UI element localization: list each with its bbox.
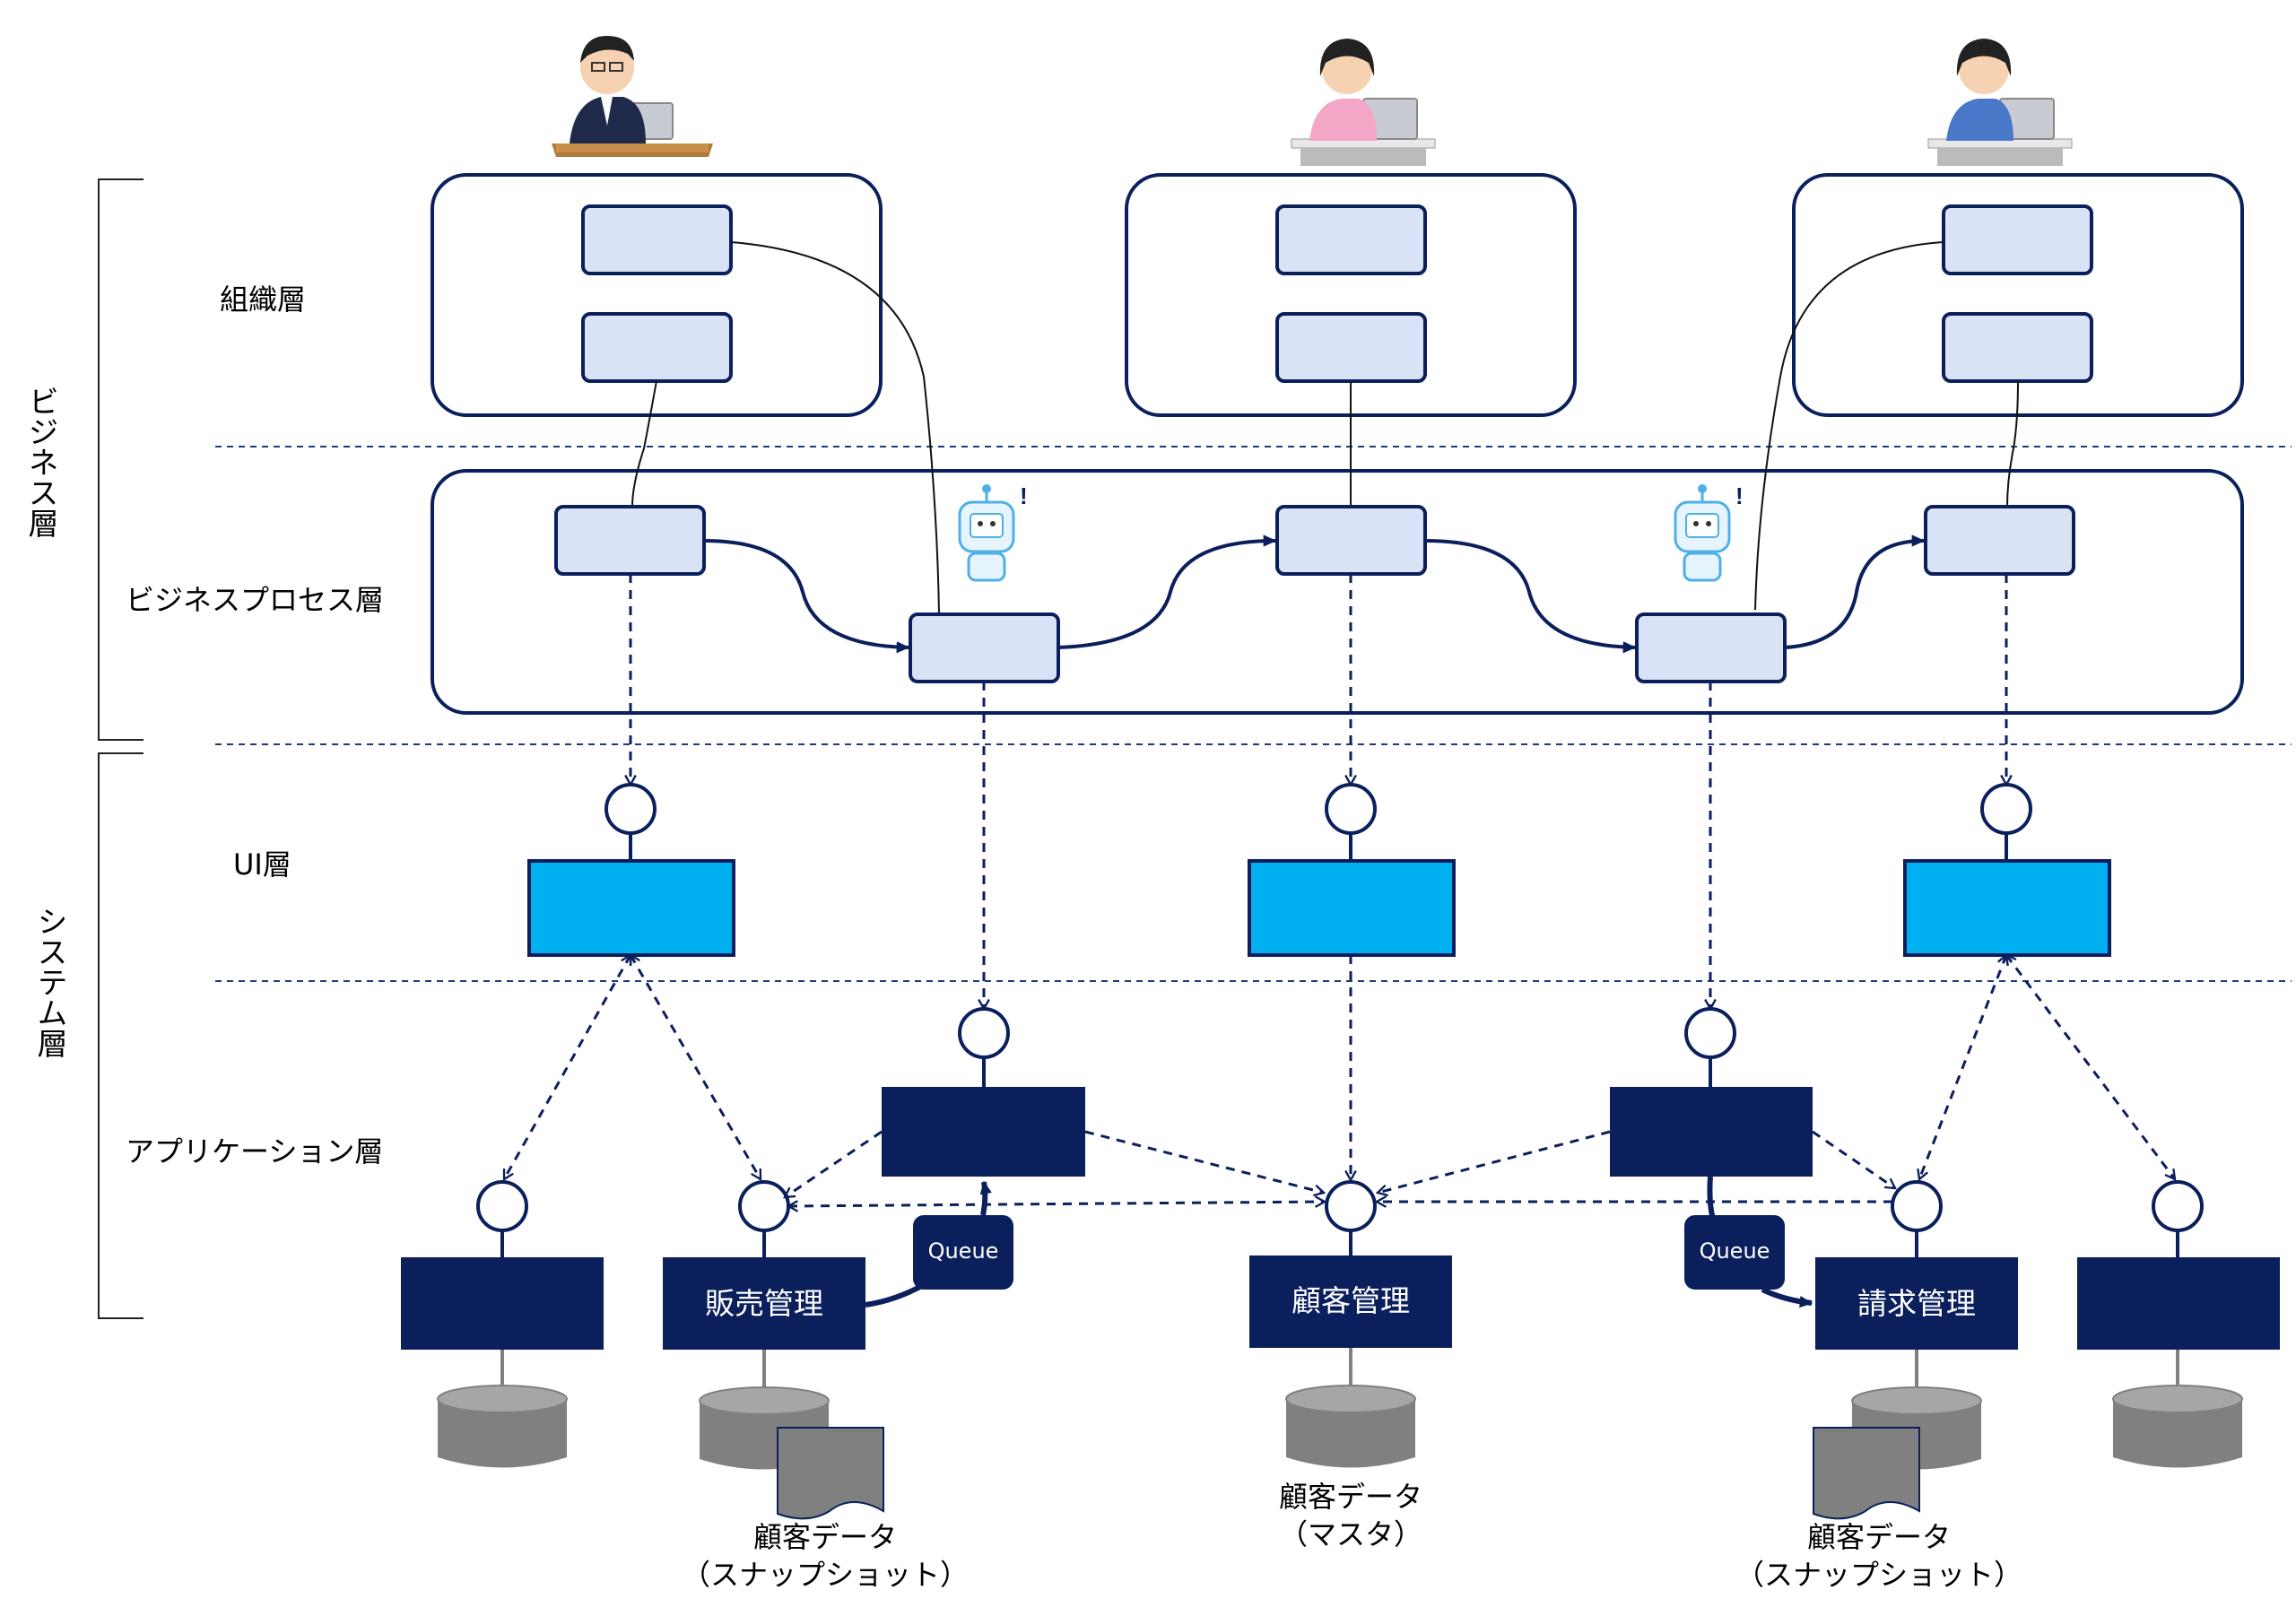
database-icon bbox=[2112, 1350, 2243, 1468]
app-interface-rpa-left bbox=[882, 1007, 1085, 1177]
process-flow-arrow bbox=[1784, 534, 1926, 649]
billing-management-label: 請求管理 bbox=[1857, 1286, 1976, 1321]
process-step-5 bbox=[1924, 505, 2075, 576]
business-brace bbox=[98, 178, 144, 741]
org-process-link bbox=[2006, 380, 2019, 508]
org-container-left bbox=[430, 173, 883, 417]
ui-component-center bbox=[1248, 783, 1456, 957]
ui-to-app-arrow bbox=[1919, 955, 2006, 1179]
org-process-link bbox=[631, 380, 657, 508]
org-process-link bbox=[730, 241, 940, 615]
org-box bbox=[1942, 204, 2093, 275]
customer-management-label: 顧客管理 bbox=[1292, 1283, 1410, 1318]
process-step-2 bbox=[909, 613, 1060, 683]
business-layer-label: ビジネス層 bbox=[22, 386, 58, 538]
process-flow-arrow bbox=[703, 539, 910, 654]
org-box bbox=[1275, 204, 1427, 275]
system-layer-text: システム層 bbox=[31, 906, 67, 1058]
org-box bbox=[1275, 312, 1427, 383]
app-interface-rpa-right bbox=[1610, 1007, 1813, 1177]
database-icon bbox=[437, 1350, 568, 1468]
org-box bbox=[581, 204, 733, 275]
robot-icon: ! bbox=[1674, 482, 1744, 582]
sales-to-customer-arrow bbox=[788, 1202, 1325, 1206]
app-component-customer: 顧客管理 bbox=[1249, 1180, 1452, 1348]
snapshot-right-label-line1: 顧客データ bbox=[1807, 1520, 1951, 1554]
business-process-layer-label: ビジネスプロセス層 bbox=[126, 583, 384, 617]
queue-left-label: Queue bbox=[928, 1238, 999, 1264]
app-component-sales: 販売管理 bbox=[663, 1180, 865, 1350]
org-container-right bbox=[1792, 173, 2244, 417]
svg-text:!: ! bbox=[1735, 482, 1744, 509]
database-icon bbox=[1285, 1348, 1416, 1468]
app-component-far-right bbox=[2077, 1180, 2280, 1350]
master-label-line1: 顧客データ bbox=[1279, 1480, 1422, 1514]
queue-right-label: Queue bbox=[1700, 1238, 1770, 1264]
rpa-to-customer-arrow bbox=[1084, 1130, 1324, 1193]
organization-layer-label: 組織層 bbox=[220, 282, 306, 317]
process-flow-arrow bbox=[1057, 534, 1277, 649]
user-man-icon bbox=[552, 36, 713, 157]
snapshot-left-label-line2: （スナップショット） bbox=[682, 1558, 969, 1592]
process-step-4 bbox=[1635, 613, 1787, 683]
app-component-billing: 請求管理 bbox=[1815, 1180, 2018, 1350]
rpa-to-billing-arrow bbox=[1812, 1130, 1895, 1188]
business-layer-text: ビジネス層 bbox=[22, 386, 58, 538]
user-woman-blue-icon bbox=[1927, 39, 2073, 166]
app-component-far-left bbox=[401, 1180, 604, 1350]
system-layer-label: システム層 bbox=[31, 906, 67, 1058]
rpa-to-customer-arrow bbox=[1378, 1130, 1611, 1193]
ui-component-left bbox=[527, 783, 735, 957]
document-icon bbox=[1813, 1427, 1920, 1520]
system-brace bbox=[98, 752, 144, 1319]
process-step-3 bbox=[1275, 505, 1427, 576]
ui-to-app-arrow bbox=[502, 955, 632, 1179]
snapshot-left-label-line1: 顧客データ bbox=[753, 1520, 897, 1554]
ui-to-app-arrow bbox=[629, 955, 762, 1179]
process-flow-arrow bbox=[1424, 539, 1637, 654]
org-process-link bbox=[1754, 241, 1944, 611]
process-container bbox=[430, 469, 2244, 715]
application-layer-label: アプリケーション層 bbox=[126, 1134, 383, 1169]
document-icon bbox=[777, 1427, 884, 1520]
svg-text:!: ! bbox=[1020, 482, 1028, 509]
process-step-1 bbox=[554, 505, 706, 576]
queue-right: Queue bbox=[1684, 1176, 1813, 1308]
ui-to-app-arrow bbox=[2006, 955, 2175, 1179]
user-woman-pink-icon bbox=[1291, 39, 1436, 166]
robot-icon: ! bbox=[958, 482, 1028, 582]
sales-management-label: 販売管理 bbox=[705, 1286, 823, 1321]
org-box bbox=[581, 312, 733, 383]
rpa-to-sales-arrow bbox=[785, 1130, 883, 1197]
org-box bbox=[1942, 312, 2093, 383]
snapshot-right-label-line2: （スナップショット） bbox=[1735, 1558, 2022, 1592]
queue-left: Queue bbox=[865, 1180, 1013, 1308]
ui-component-right bbox=[1903, 783, 2111, 957]
master-label-line2: （マスタ） bbox=[1279, 1517, 1422, 1551]
ui-layer-label: UI層 bbox=[233, 847, 291, 882]
